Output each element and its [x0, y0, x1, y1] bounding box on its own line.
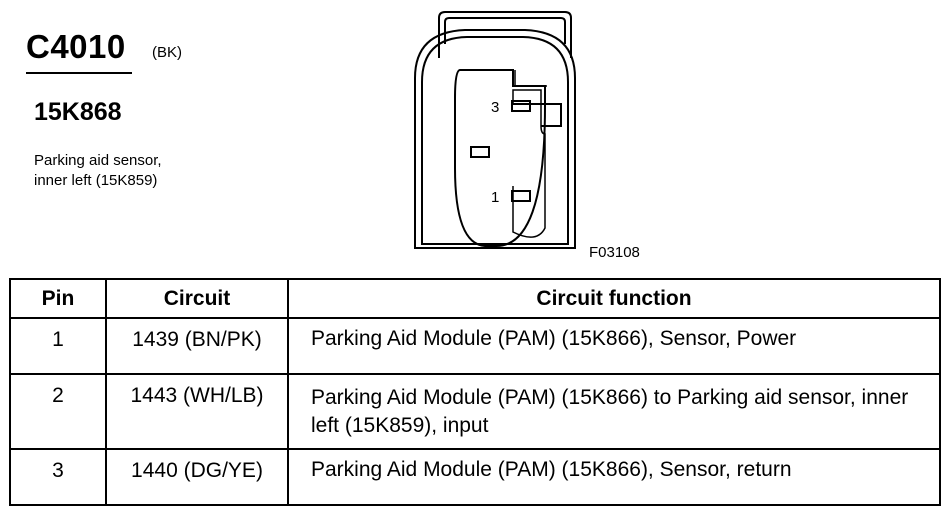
function-cell: Parking Aid Module (PAM) (15K866), Senso…: [287, 448, 941, 506]
connector-cavity-key: [514, 70, 547, 87]
connector-latch: [438, 11, 572, 58]
pin-1-terminal: [511, 190, 531, 202]
connector-id: C4010: [26, 28, 126, 65]
connector-inner-shell: [421, 36, 569, 245]
table-row: 1 1439 (BN/PK) Parking Aid Module (PAM) …: [9, 317, 941, 375]
pin-cell: 1: [9, 317, 107, 375]
connector-outer-shell: [414, 29, 576, 249]
header-circuit-function: Circuit function: [287, 278, 941, 319]
circuit-cell: 1440 (DG/YE): [105, 448, 289, 506]
description-line-1: Parking aid sensor,: [34, 152, 162, 169]
connector-face-diagram: 3 1: [414, 11, 576, 249]
part-number: 15K868: [34, 98, 122, 126]
circuit-cell: 1439 (BN/PK): [105, 317, 289, 375]
table-row: 3 1440 (DG/YE) Parking Aid Module (PAM) …: [9, 448, 941, 506]
pin-2-terminal: [470, 146, 490, 158]
description-line-2: inner left (15K859): [34, 172, 158, 189]
header-pin: Pin: [9, 278, 107, 319]
pin-1-label: 1: [491, 189, 499, 206]
pin-cell: 2: [9, 373, 107, 450]
pin-3-terminal: [511, 100, 531, 112]
table-row: 2 1443 (WH/LB) Parking Aid Module (PAM) …: [9, 373, 941, 450]
table-header-row: Pin Circuit Circuit function: [9, 278, 941, 319]
function-cell: Parking Aid Module (PAM) (15K866), Senso…: [287, 317, 941, 375]
connector-cavity: [454, 69, 546, 248]
connector-color-code: (BK): [152, 44, 182, 61]
connector-id-underline: [26, 72, 132, 74]
pin-cell: 3: [9, 448, 107, 506]
connector-description: Parking aid sensor, inner left (15K859): [34, 151, 234, 191]
function-cell: Parking Aid Module (PAM) (15K866) to Par…: [287, 373, 941, 450]
figure-id: F03108: [589, 244, 640, 261]
connector-latch-inner: [444, 17, 566, 44]
header-circuit: Circuit: [105, 278, 289, 319]
pin-3-label: 3: [491, 99, 499, 116]
circuit-cell: 1443 (WH/LB): [105, 373, 289, 450]
pin-table: Pin Circuit Circuit function 1 1439 (BN/…: [9, 278, 941, 506]
